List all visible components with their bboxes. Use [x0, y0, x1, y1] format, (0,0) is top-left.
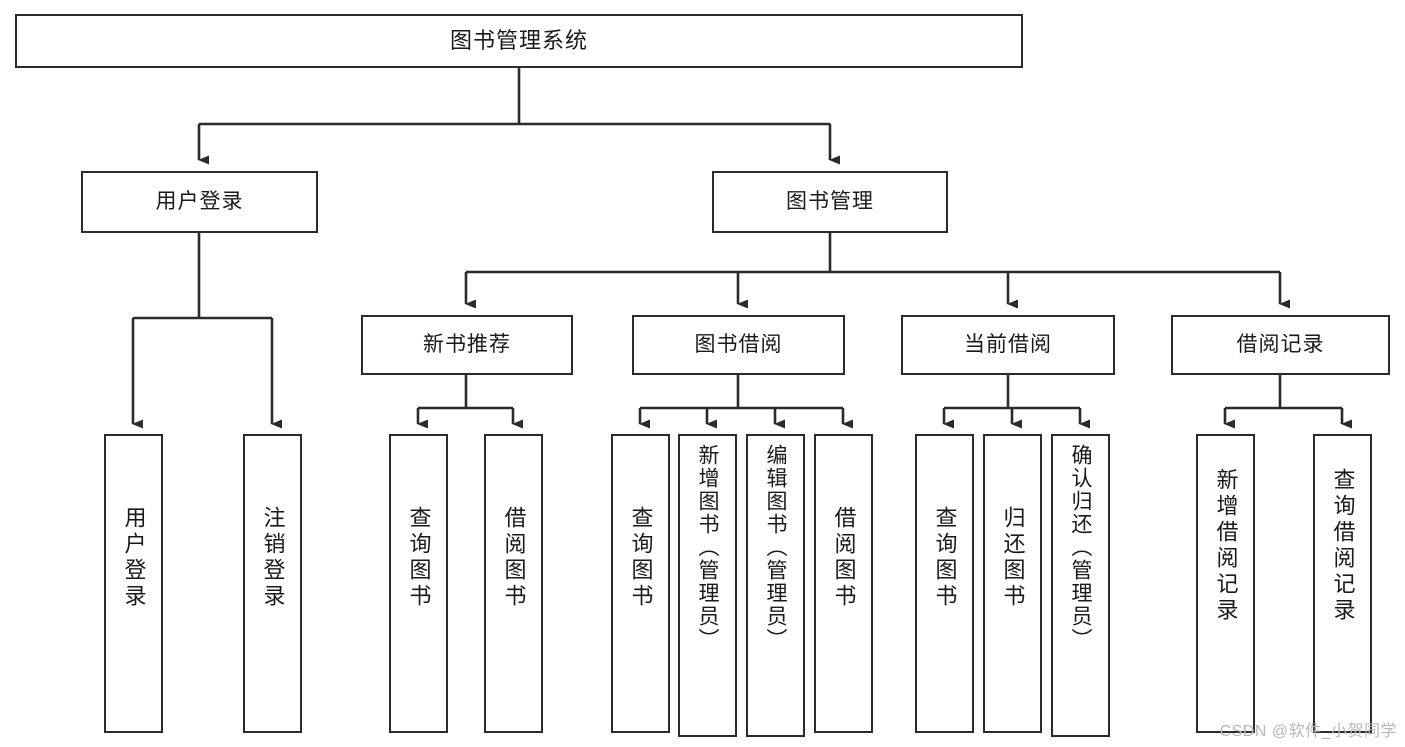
leaf-borrow-book-1[interactable]: 借阅图书: [484, 434, 543, 733]
csdn-watermark: CSDN @软件_小贺同学: [1219, 723, 1397, 740]
leaf-query-book-1-label: 查询图书: [406, 506, 432, 610]
leaf-borrow-book-2[interactable]: 借阅图书: [814, 434, 873, 733]
leaf-edit-book[interactable]: 编辑图书（管理员）: [746, 434, 805, 737]
leaf-user-login-label: 用户登录: [121, 506, 147, 610]
node-borrow-record[interactable]: 借阅记录: [1171, 315, 1390, 375]
leaf-confirm-return[interactable]: 确认归还（管理员）: [1051, 434, 1110, 737]
leaf-logout[interactable]: 注销登录: [243, 434, 302, 733]
leaf-add-record[interactable]: 新增借阅记录: [1196, 434, 1255, 733]
leaf-confirm-return-label: 确认归还（管理员）: [1069, 444, 1092, 651]
leaf-return-book[interactable]: 归还图书: [983, 434, 1042, 733]
leaf-query-book-3[interactable]: 查询图书: [915, 434, 974, 733]
leaf-query-book-1[interactable]: 查询图书: [389, 434, 448, 733]
node-new-book-recommend[interactable]: 新书推荐: [361, 315, 573, 375]
node-current-borrow[interactable]: 当前借阅: [901, 315, 1115, 375]
node-borrow-record-label: 借阅记录: [1236, 332, 1325, 356]
leaf-query-book-2[interactable]: 查询图书: [611, 434, 670, 733]
leaf-query-record-label: 查询借阅记录: [1330, 468, 1356, 624]
node-book-borrow[interactable]: 图书借阅: [632, 315, 845, 375]
node-new-book-recommend-label: 新书推荐: [423, 332, 511, 356]
leaf-user-login[interactable]: 用户登录: [104, 434, 163, 733]
leaf-query-record[interactable]: 查询借阅记录: [1313, 434, 1372, 733]
node-book-borrow-label: 图书借阅: [694, 332, 783, 356]
leaf-add-record-label: 新增借阅记录: [1213, 468, 1239, 624]
leaf-query-book-2-label: 查询图书: [628, 506, 654, 610]
leaf-borrow-book-2-label: 借阅图书: [831, 506, 857, 610]
node-book-manage-label: 图书管理: [786, 189, 874, 213]
leaf-edit-book-label: 编辑图书（管理员）: [764, 444, 787, 651]
leaf-borrow-book-1-label: 借阅图书: [501, 506, 527, 610]
node-root[interactable]: 图书管理系统: [15, 14, 1023, 68]
node-user-login[interactable]: 用户登录: [81, 171, 318, 233]
node-book-manage[interactable]: 图书管理: [712, 171, 948, 233]
leaf-add-book[interactable]: 新增图书（管理员）: [678, 434, 737, 737]
leaf-logout-label: 注销登录: [260, 506, 286, 610]
leaf-query-book-3-label: 查询图书: [932, 506, 958, 610]
leaf-return-book-label: 归还图书: [1000, 506, 1026, 610]
node-root-label: 图书管理系统: [449, 28, 588, 54]
node-user-login-label: 用户登录: [155, 189, 244, 213]
node-current-borrow-label: 当前借阅: [964, 332, 1052, 356]
leaf-add-book-label: 新增图书（管理员）: [696, 444, 719, 651]
